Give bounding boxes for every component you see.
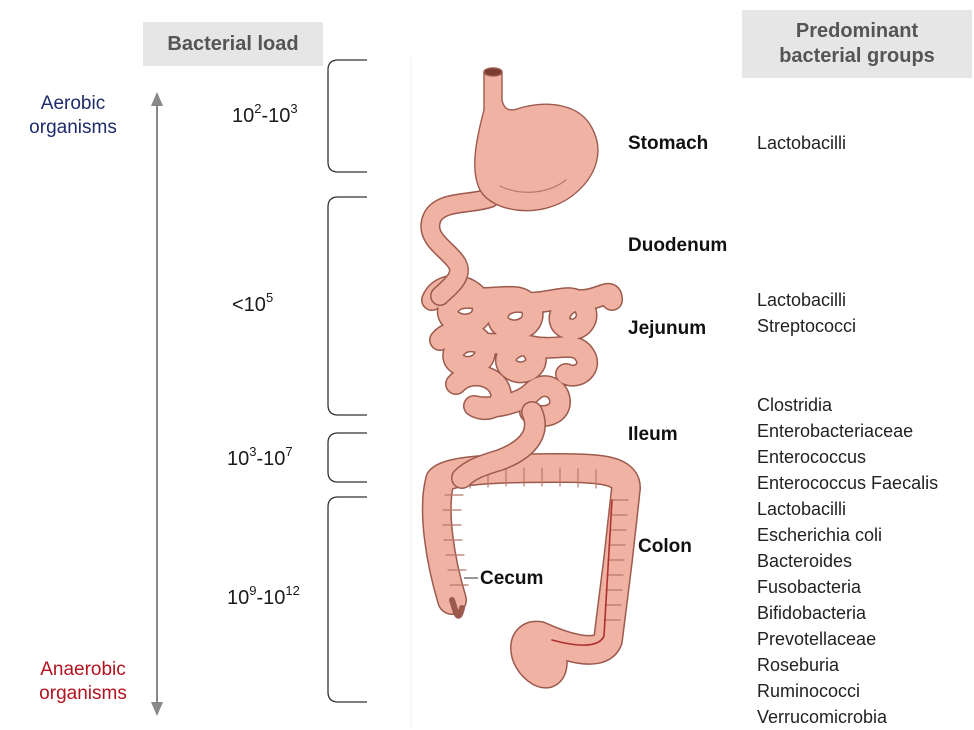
bacteria-item: Streptococci	[757, 313, 856, 339]
bacteria-item: Enterobacteriaceae	[757, 418, 938, 444]
bacteria-item: Roseburia	[757, 652, 938, 678]
load-colon: 109-1012	[227, 587, 300, 610]
bracket-stomach	[328, 60, 367, 172]
bacteria-item: Enterococcus	[757, 444, 938, 470]
aerobic-anaerobic-arrow	[151, 92, 163, 716]
load-ileum-exp2: 7	[285, 444, 292, 459]
load-colon-exp2: 12	[285, 583, 299, 598]
load-ileum-base2: 10	[263, 448, 285, 470]
bacteria-item: Bifidobacteria	[757, 600, 938, 626]
small-intestine-shape	[432, 286, 612, 478]
organ-colon: Colon	[638, 536, 692, 558]
load-stomach-base2: 10	[268, 105, 290, 127]
bracket-colon	[328, 497, 367, 702]
bacteria-ileum-colon-list: Clostridia Enterobacteriaceae Enterococc…	[757, 392, 938, 730]
stomach-shape	[475, 68, 598, 211]
bacteria-item: Lactobacilli	[757, 496, 938, 522]
load-small-intestine-base1: <10	[232, 294, 266, 316]
organ-duodenum: Duodenum	[628, 235, 727, 257]
load-ileum-exp1: 3	[249, 444, 256, 459]
bacteria-item: Clostridia	[757, 392, 938, 418]
load-colon-exp1: 9	[249, 583, 256, 598]
bacteria-item: Verrucomicrobia	[757, 704, 938, 730]
load-colon-base2: 10	[263, 587, 285, 609]
load-small-intestine-exp1: 5	[266, 290, 273, 305]
bacteria-item: Bacteroides	[757, 548, 938, 574]
bacteria-item: Enterococcus Faecalis	[757, 470, 938, 496]
load-stomach: 102-103	[232, 105, 298, 128]
load-stomach-exp1: 2	[254, 101, 261, 116]
organ-jejunum: Jejunum	[628, 318, 706, 340]
bacteria-item: Fusobacteria	[757, 574, 938, 600]
bracket-ileum	[328, 433, 367, 482]
bacteria-item: Escherichia coli	[757, 522, 938, 548]
bacteria-item: Lactobacilli	[757, 287, 856, 313]
bracket-small-intestine	[328, 197, 367, 415]
load-small-intestine: <105	[232, 294, 273, 317]
load-ileum: 103-107	[227, 448, 293, 471]
bacteria-item: Ruminococci	[757, 678, 938, 704]
bacteria-stomach-list: Lactobacilli	[757, 130, 846, 156]
load-colon-base1: 10	[227, 587, 249, 609]
bacteria-item: Lactobacilli	[757, 130, 846, 156]
load-ileum-base1: 10	[227, 448, 249, 470]
bacteria-item: Prevotellaceae	[757, 626, 938, 652]
organ-ileum: Ileum	[628, 424, 678, 446]
organ-cecum: Cecum	[480, 568, 543, 590]
bacteria-jejunum-list: Lactobacilli Streptococci	[757, 287, 856, 339]
organ-stomach: Stomach	[628, 133, 708, 155]
load-stomach-base1: 10	[232, 105, 254, 127]
load-stomach-exp2: 3	[290, 101, 297, 116]
